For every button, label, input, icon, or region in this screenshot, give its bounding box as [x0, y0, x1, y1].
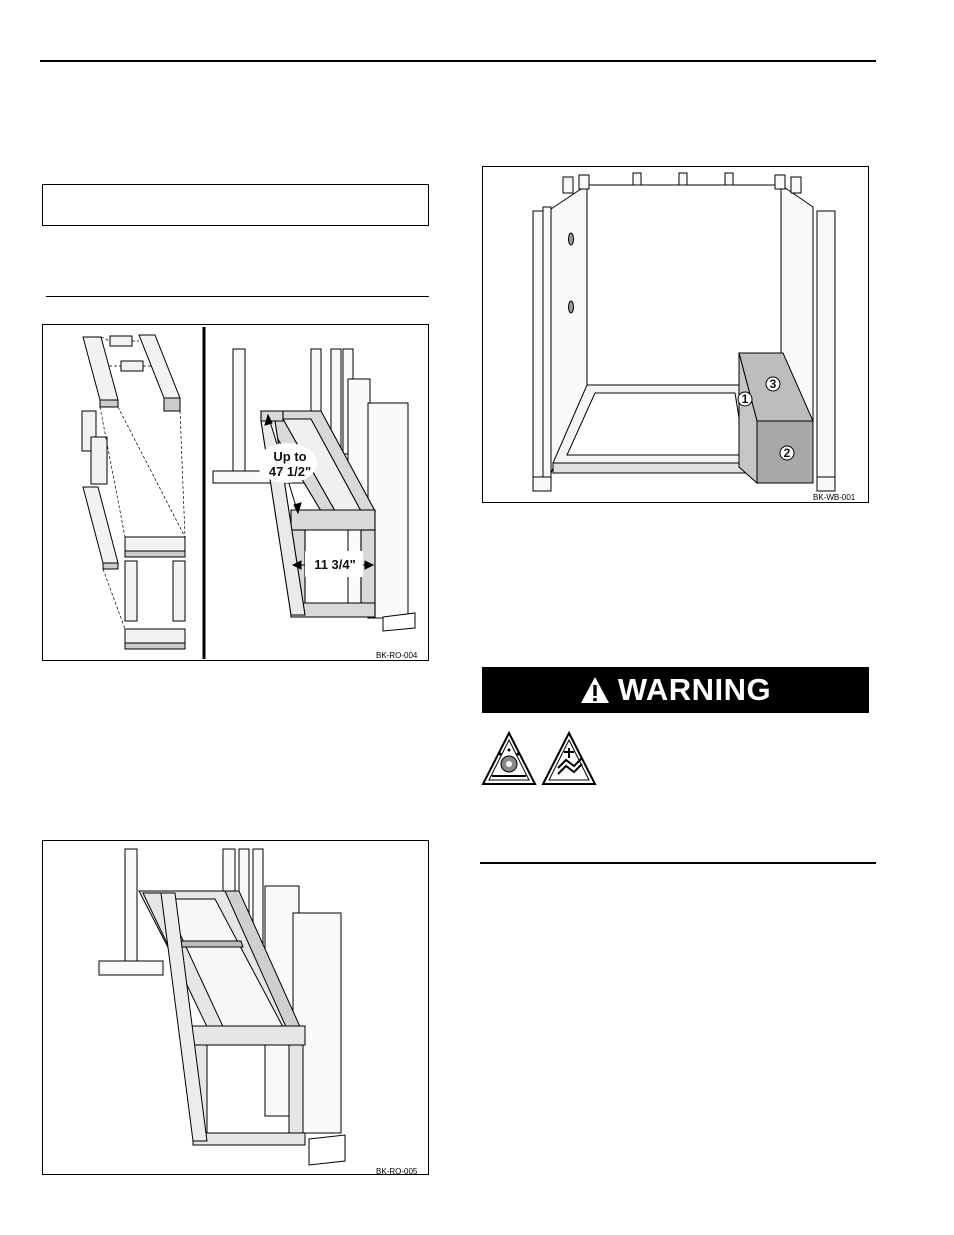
figure-frame-installed: BK-RO-005: [42, 840, 429, 1176]
section-rule-right: [480, 862, 876, 864]
frame-installed-drawing: [98, 848, 346, 1166]
callout-3: 3: [769, 377, 777, 391]
note-box: [42, 184, 429, 226]
falling-hazard-icon: [540, 730, 598, 788]
figure-code: BK-RO-005: [376, 1167, 418, 1176]
figure-wall-framing: 1 2 3 BK-WB-001: [482, 166, 869, 503]
callout-2: 2: [783, 446, 791, 460]
warning-triangle-icon: [580, 677, 609, 703]
warning-label: WARNING: [617, 672, 772, 707]
figure-frame-assembly: Up to 47 1/2" 11 3/4" BK-RO-004: [42, 324, 429, 661]
warning-banner: WARNING: [482, 667, 869, 713]
header-rule: [40, 60, 876, 62]
figure-code: BK-RO-004: [376, 651, 418, 660]
eye-protection-icon: [480, 730, 538, 788]
length-dimension-label-1: Up to: [273, 449, 307, 464]
length-dimension-label-2: 47 1/2": [268, 464, 312, 479]
frame-assembly-drawing: [81, 327, 416, 659]
section-rule-left: [46, 296, 429, 297]
figure-code: BK-WB-001: [813, 493, 856, 502]
wall-framing-drawing: [532, 172, 836, 492]
width-dimension-label: 11 3/4": [314, 557, 356, 572]
callout-1: 1: [741, 392, 749, 406]
